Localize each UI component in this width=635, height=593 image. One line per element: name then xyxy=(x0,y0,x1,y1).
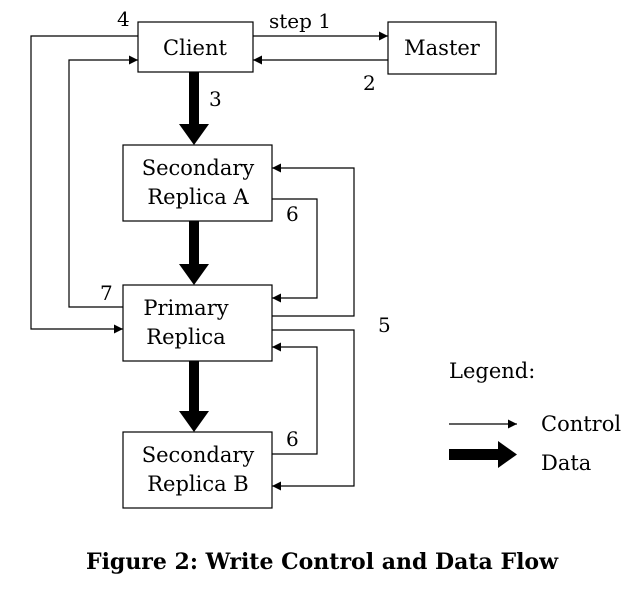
client-label: Client xyxy=(163,36,227,60)
legend: Legend: Control Data xyxy=(449,359,621,475)
figure-caption: Figure 2: Write Control and Data Flow xyxy=(86,549,559,575)
step-3-label: 3 xyxy=(209,87,222,111)
primary-replica-node: Primary Replica xyxy=(122,284,273,362)
primary-label-line2: Replica xyxy=(146,325,225,349)
step-6a-label: 6 xyxy=(286,202,299,226)
control-arrow-step5-primary-to-secondary-a xyxy=(272,163,355,317)
secondary-a-label-line2: Replica A xyxy=(147,185,249,209)
secondary-b-label-line1: Secondary xyxy=(142,443,255,467)
step-6b-label: 6 xyxy=(286,427,299,451)
data-arrow-primary-to-secondary-b xyxy=(179,361,209,432)
step-7-label: 7 xyxy=(100,281,113,305)
control-arrow-step5-primary-to-secondary-b xyxy=(272,329,355,491)
data-arrow-client-to-secondary-a xyxy=(179,72,209,145)
secondary-replica-b-node: Secondary Replica B xyxy=(122,431,273,509)
step-5-label: 5 xyxy=(378,313,391,337)
client-node: Client xyxy=(137,21,254,73)
control-arrow-step7-primary-to-client xyxy=(68,55,138,308)
secondary-a-label-line1: Secondary xyxy=(142,156,255,180)
control-arrow-step4-client-to-primary xyxy=(30,35,138,334)
legend-data-label: Data xyxy=(541,451,591,475)
step-4-label: 4 xyxy=(117,7,130,31)
legend-data-arrow xyxy=(449,441,517,468)
master-label: Master xyxy=(404,36,481,60)
primary-label-line1: Primary xyxy=(143,296,228,320)
step-2-label: 2 xyxy=(363,71,376,95)
step-1-label: step 1 xyxy=(269,9,331,33)
control-arrow-step6-secondary-b-to-primary xyxy=(272,342,318,455)
legend-control-label: Control xyxy=(541,412,621,436)
secondary-b-label-line2: Replica B xyxy=(147,472,249,496)
data-arrow-secondary-a-to-primary xyxy=(179,221,209,285)
control-arrow-step6-secondary-a-to-primary xyxy=(272,198,318,303)
secondary-replica-a-node: Secondary Replica A xyxy=(122,144,273,222)
legend-title: Legend: xyxy=(449,359,535,383)
master-node: Master xyxy=(387,21,497,75)
